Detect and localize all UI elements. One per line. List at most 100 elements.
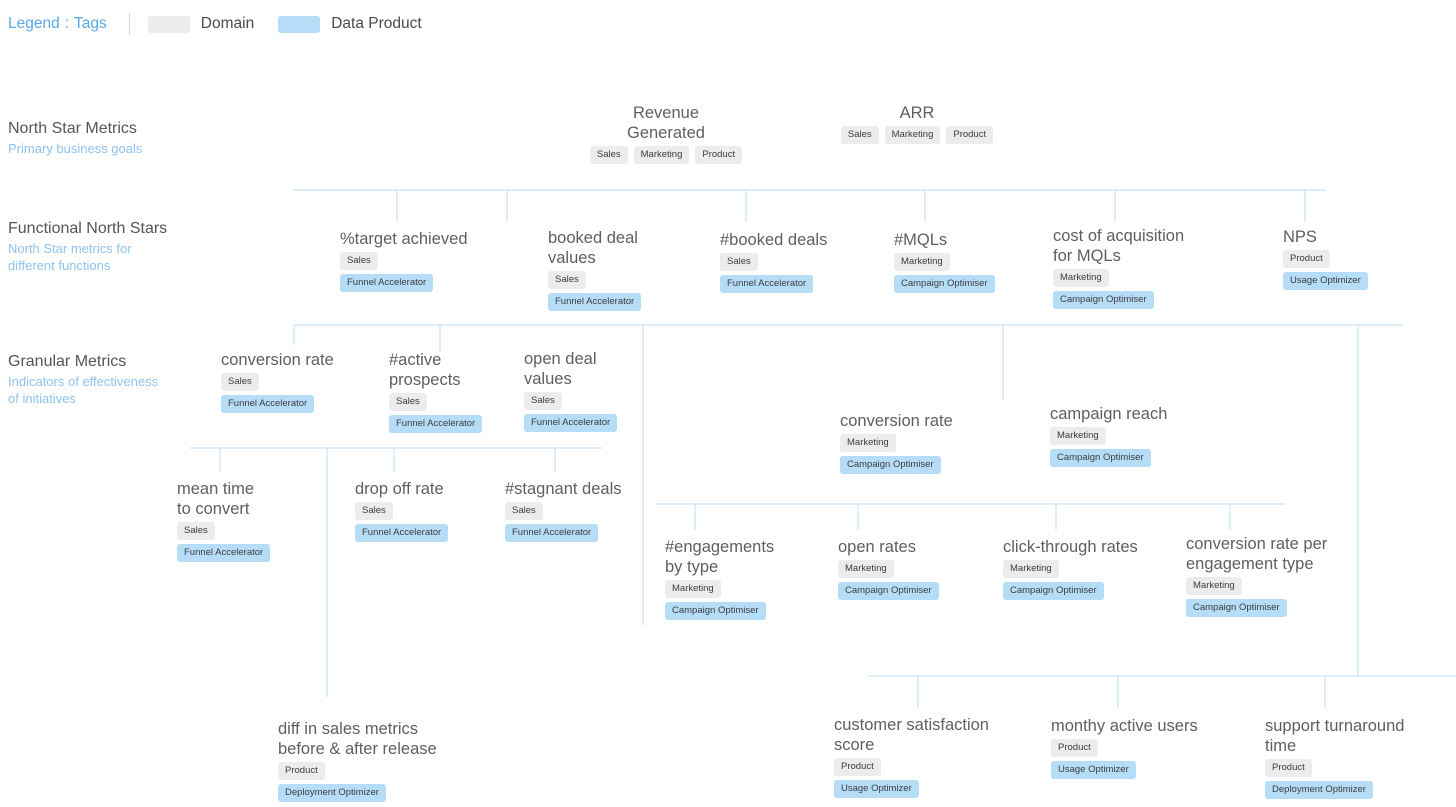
metric-chip-row: Product Usage Optimizer (834, 758, 989, 798)
metric-node-booked-deals[interactable]: #booked deals Sales Funnel Accelerator (720, 230, 827, 293)
metric-title: support turnaround time (1265, 717, 1405, 755)
metric-node-monthly-active-users[interactable]: monthy active users Product Usage Optimi… (1051, 716, 1198, 779)
domain-chip[interactable]: Product (278, 762, 325, 780)
metric-title: NPS (1283, 228, 1317, 246)
domain-chip[interactable]: Marketing (894, 253, 950, 271)
data-product-chip[interactable]: Campaign Optimiser (1003, 582, 1104, 600)
data-product-chip[interactable]: Funnel Accelerator (505, 524, 599, 542)
domain-chip[interactable]: Product (1265, 759, 1312, 777)
metric-node-diff-in-sales-metrics[interactable]: diff in sales metrics before & after rel… (278, 719, 437, 802)
legend-label[interactable]: Legend (8, 15, 60, 32)
domain-chip[interactable]: Product (946, 126, 994, 144)
domain-chip[interactable]: Sales (355, 502, 393, 520)
data-product-chip[interactable]: Deployment Optimizer (1265, 781, 1373, 799)
data-product-chip[interactable]: Funnel Accelerator (524, 414, 618, 432)
data-product-chip[interactable]: Campaign Optimiser (838, 582, 939, 600)
data-product-chip[interactable]: Usage Optimizer (1283, 272, 1368, 290)
metric-node-support-turnaround-time[interactable]: support turnaround time Product Deployme… (1265, 716, 1404, 799)
metric-title: conversion rate (840, 412, 953, 430)
metric-node-stagnant-deals[interactable]: #stagnant deals Sales Funnel Accelerator (505, 479, 622, 542)
metric-chip-row: Marketing Campaign Optimiser (665, 580, 774, 620)
data-product-chip[interactable]: Campaign Optimiser (1050, 449, 1151, 467)
data-product-chip[interactable]: Campaign Optimiser (894, 275, 995, 293)
row-subtitle: Primary business goals (8, 141, 143, 156)
row-title: Functional North Stars (8, 220, 168, 237)
data-product-chip[interactable]: Funnel Accelerator (720, 275, 814, 293)
data-product-chip[interactable]: Campaign Optimiser (840, 456, 941, 474)
metric-node-mean-time-to-convert[interactable]: mean time to convert Sales Funnel Accele… (177, 479, 271, 562)
metric-title: cost of acquisition for MQLs (1053, 227, 1185, 265)
metric-node-target-achieved[interactable]: %target achieved Sales Funnel Accelerato… (340, 229, 468, 292)
data-product-chip[interactable]: Funnel Accelerator (221, 395, 315, 413)
metric-node-drop-off-rate[interactable]: drop off rate Sales Funnel Accelerator (355, 479, 449, 542)
metric-chip-row: Sales Funnel Accelerator (389, 393, 483, 433)
domain-chip[interactable]: Sales (177, 522, 215, 540)
domain-chip[interactable]: Sales (221, 373, 259, 391)
data-product-chip[interactable]: Campaign Optimiser (1186, 599, 1287, 617)
metric-title: #engagements by type (665, 538, 775, 576)
data-product-chip[interactable]: Funnel Accelerator (177, 544, 271, 562)
domain-chip[interactable]: Sales (505, 502, 543, 520)
data-product-chip[interactable]: Campaign Optimiser (1053, 291, 1154, 309)
legend-colon: : (64, 15, 70, 32)
domain-chip[interactable]: Sales (524, 392, 562, 410)
metric-node-cost-of-acquisition-for-mqls[interactable]: cost of acquisition for MQLs Marketing C… (1053, 226, 1184, 309)
domain-chip[interactable]: Product (834, 758, 881, 776)
domain-chip[interactable]: Sales (840, 126, 879, 144)
metric-node-click-through-rates[interactable]: click-through rates Marketing Campaign O… (1003, 537, 1138, 600)
metric-node-engagements-by-type[interactable]: #engagements by type Marketing Campaign … (665, 537, 774, 620)
data-product-chip[interactable]: Usage Optimizer (1051, 761, 1136, 779)
metric-node-active-prospects[interactable]: #active prospects Sales Funnel Accelerat… (389, 350, 483, 433)
metric-chip-row: Product Usage Optimizer (1051, 739, 1198, 779)
metric-node-revenue-generated[interactable]: Revenue Generated Sales Marketing Produc… (586, 103, 746, 164)
metric-chip-row: Sales Funnel Accelerator (720, 253, 827, 293)
domain-chip[interactable]: Marketing (633, 146, 690, 164)
domain-chip[interactable]: Product (1051, 739, 1098, 757)
data-product-chip[interactable]: Funnel Accelerator (389, 415, 483, 433)
metric-chip-row: Product Usage Optimizer (1283, 250, 1368, 290)
domain-chip[interactable]: Marketing (884, 126, 941, 144)
row-header-north-star-metrics: North Star Metrics Primary business goal… (8, 119, 278, 157)
domain-chip[interactable]: Product (695, 146, 743, 164)
metric-node-conversion-rate-marketing[interactable]: conversion rate Marketing Campaign Optim… (840, 411, 953, 474)
metric-chip-row: Marketing Campaign Optimiser (1050, 427, 1167, 467)
domain-chip[interactable]: Sales (389, 393, 427, 411)
domain-chip[interactable]: Marketing (665, 580, 721, 598)
metric-node-open-deal-values[interactable]: open deal values Sales Funnel Accelerato… (524, 349, 618, 432)
metric-node-conversion-rate-sales[interactable]: conversion rate Sales Funnel Accelerator (221, 350, 334, 413)
metric-chip-row: Marketing Campaign Optimiser (1186, 577, 1327, 617)
metric-chip-row: Sales Funnel Accelerator (340, 252, 468, 292)
data-product-chip[interactable]: Funnel Accelerator (340, 274, 434, 292)
metric-node-arr[interactable]: ARR Sales Marketing Product (836, 103, 998, 144)
domain-chip[interactable]: Sales (589, 146, 628, 164)
domain-chip[interactable]: Marketing (1186, 577, 1242, 595)
domain-chip[interactable]: Marketing (1053, 269, 1109, 287)
metric-title: Revenue Generated (627, 104, 705, 142)
data-product-chip[interactable]: Funnel Accelerator (355, 524, 449, 542)
data-product-chip[interactable]: Funnel Accelerator (548, 293, 642, 311)
metric-node-conversion-rate-per-engagement-type[interactable]: conversion rate per engagement type Mark… (1186, 534, 1327, 617)
metric-title: diff in sales metrics before & after rel… (278, 720, 437, 758)
metric-node-nps[interactable]: NPS Product Usage Optimizer (1283, 227, 1368, 290)
domain-chip[interactable]: Sales (548, 271, 586, 289)
domain-chip[interactable]: Product (1283, 250, 1330, 268)
metric-node-booked-deal-values[interactable]: booked deal values Sales Funnel Accelera… (548, 228, 642, 311)
metric-title: %target achieved (340, 230, 468, 248)
legend-tags-link[interactable]: Tags (74, 15, 107, 32)
domain-chip[interactable]: Marketing (1003, 560, 1059, 578)
domain-chip[interactable]: Sales (720, 253, 758, 271)
domain-chip[interactable]: Marketing (840, 434, 896, 452)
data-product-chip[interactable]: Deployment Optimizer (278, 784, 386, 802)
metric-title: campaign reach (1050, 405, 1168, 423)
data-product-chip[interactable]: Campaign Optimiser (665, 602, 766, 620)
metric-node-campaign-reach[interactable]: campaign reach Marketing Campaign Optimi… (1050, 404, 1167, 467)
domain-chip[interactable]: Marketing (838, 560, 894, 578)
domain-chip[interactable]: Sales (340, 252, 378, 270)
metric-node-open-rates[interactable]: open rates Marketing Campaign Optimiser (838, 537, 939, 600)
metric-node-customer-satisfaction-score[interactable]: customer satisfaction score Product Usag… (834, 715, 989, 798)
data-product-chip[interactable]: Usage Optimizer (834, 780, 919, 798)
metric-title: drop off rate (355, 480, 444, 498)
domain-chip[interactable]: Marketing (1050, 427, 1106, 445)
metric-title: booked deal values (548, 229, 638, 267)
metric-node-mqls[interactable]: #MQLs Marketing Campaign Optimiser (894, 230, 995, 293)
